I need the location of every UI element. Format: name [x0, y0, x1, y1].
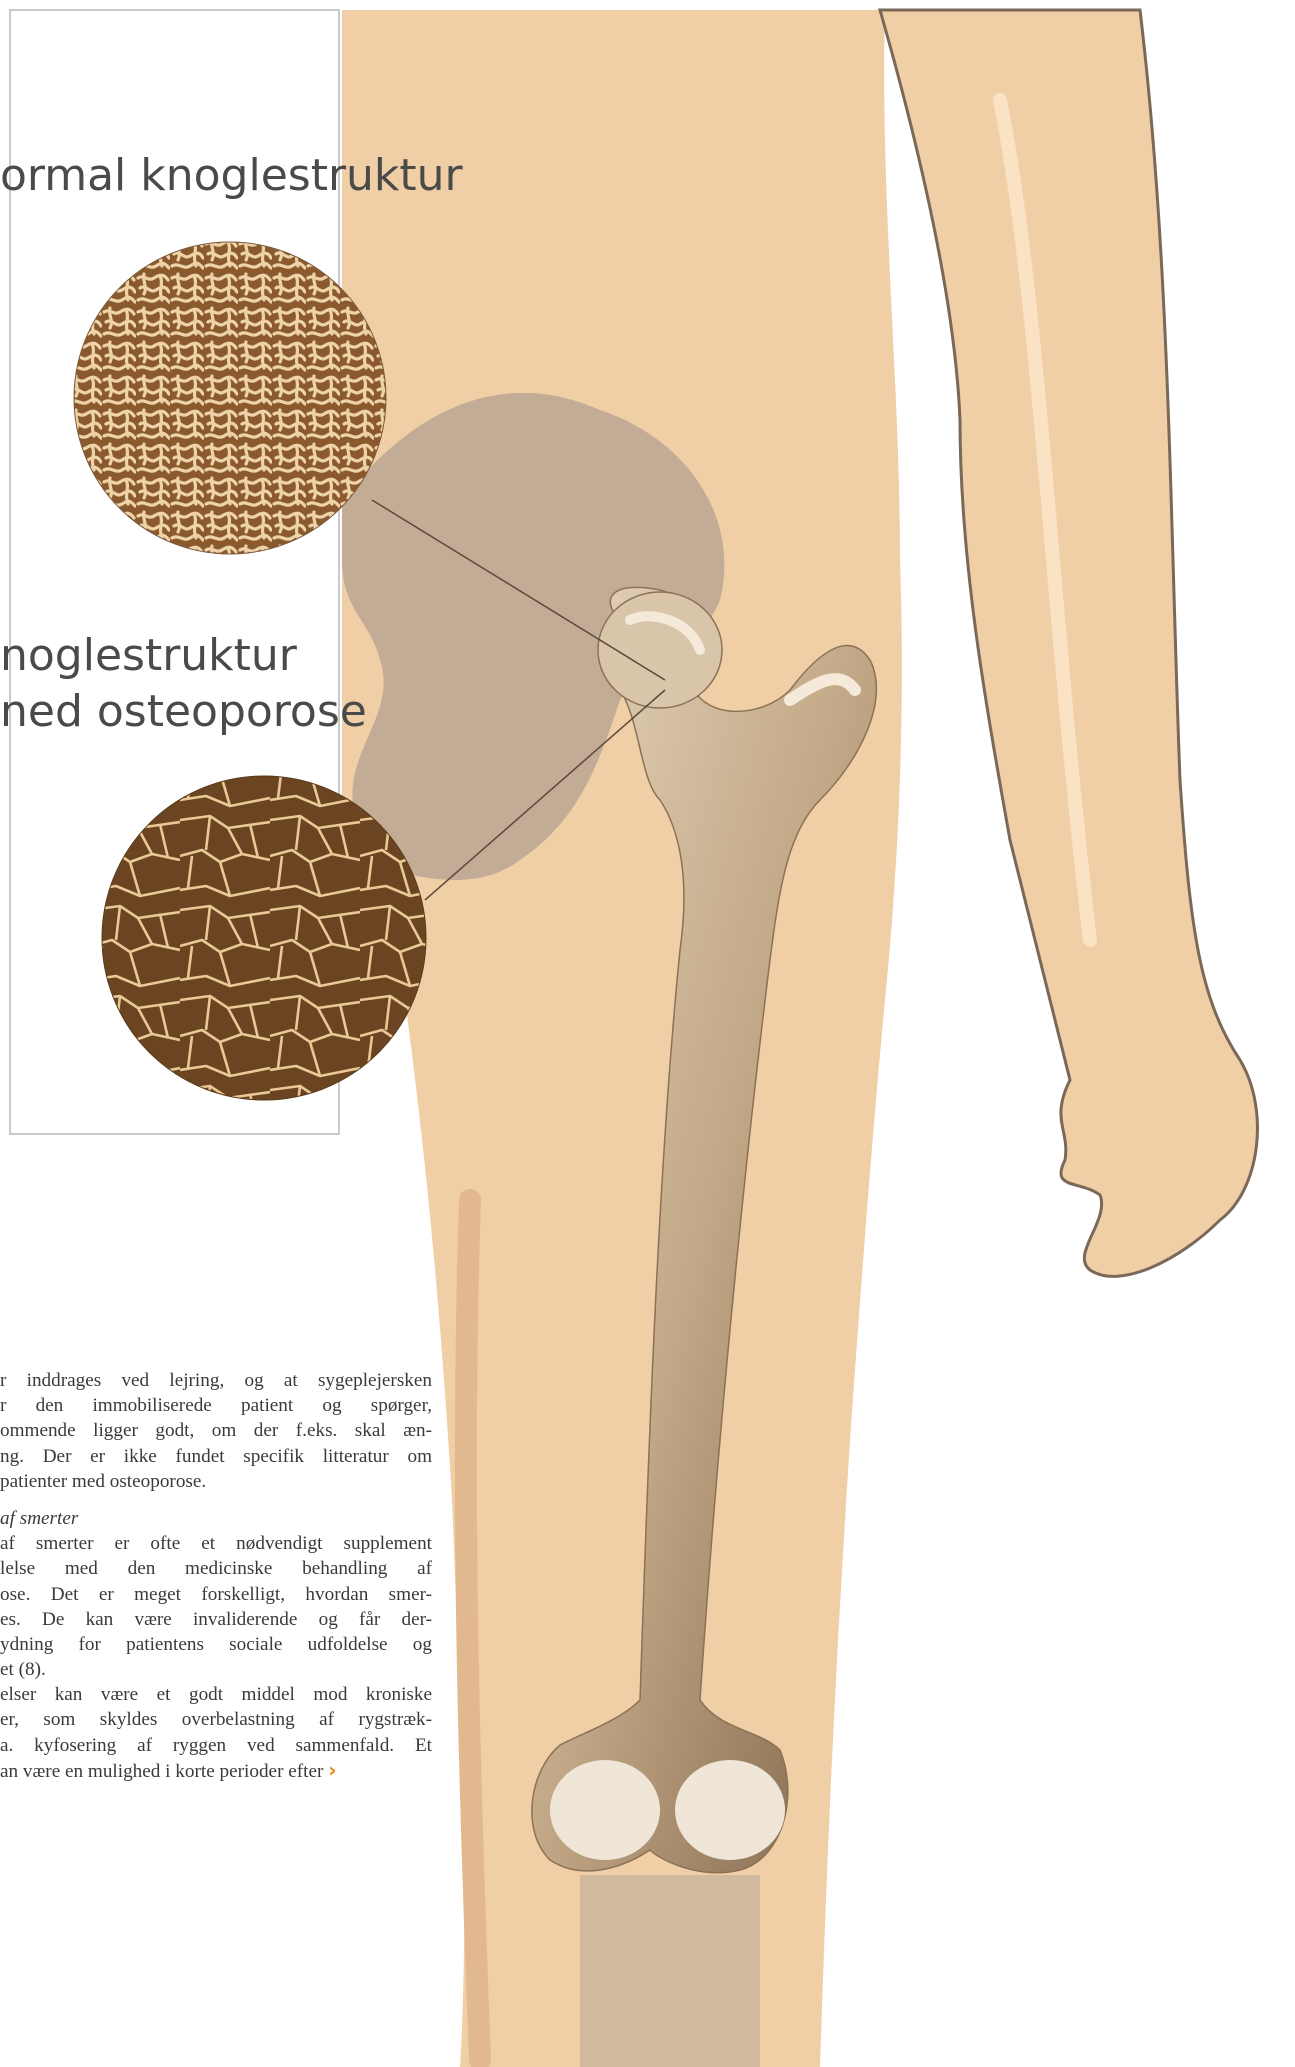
text-line: lelse med den medicinske behandling af — [0, 1556, 432, 1581]
body-text: r inddrages ved lejring, og at sygepleje… — [0, 1368, 432, 1784]
text-line: er, som skyldes overbelastning af rygstr… — [0, 1707, 432, 1732]
text-line: ydning for patientens sociale udfoldelse… — [0, 1632, 432, 1657]
text-line: es. De kan være invaliderende og får der… — [0, 1607, 432, 1632]
text-line: ose. Det er meget forskelligt, hvordan s… — [0, 1582, 432, 1607]
text-line: elser kan være et godt middel mod kronis… — [0, 1682, 432, 1707]
text-line: a. kyfosering af ryggen ved sammenfald. … — [0, 1733, 432, 1758]
label-osteoporosis-line2: ned osteoporose — [0, 686, 367, 738]
text-line: r den immobiliserede patient og spørger, — [0, 1393, 432, 1418]
text-line: et (8). — [0, 1657, 432, 1682]
section-heading: af smerter — [0, 1506, 432, 1531]
text-line-content: an være en mulighed i korte perioder eft… — [0, 1761, 323, 1782]
osteoporosis-bone-structure-circle — [102, 776, 426, 1100]
normal-bone-structure-circle — [74, 242, 386, 554]
text-line: r inddrages ved lejring, og at sygepleje… — [0, 1368, 432, 1393]
label-osteoporosis-line1: noglestruktur — [0, 630, 297, 682]
continue-marker-icon: › — [328, 1758, 336, 1782]
label-normal-bone-structure: ormal knoglestruktur — [0, 150, 463, 202]
text-line: an være en mulighed i korte perioder eft… — [0, 1758, 432, 1784]
text-line: patienter med osteoporose. — [0, 1469, 432, 1494]
text-line: af smerter er ofte et nødvendigt supplem… — [0, 1531, 432, 1556]
arm-silhouette — [880, 10, 1257, 1276]
text-line: ommende ligger godt, om der f.eks. skal … — [0, 1418, 432, 1443]
text-line: ng. Der er ikke fundet specifik litterat… — [0, 1444, 432, 1469]
